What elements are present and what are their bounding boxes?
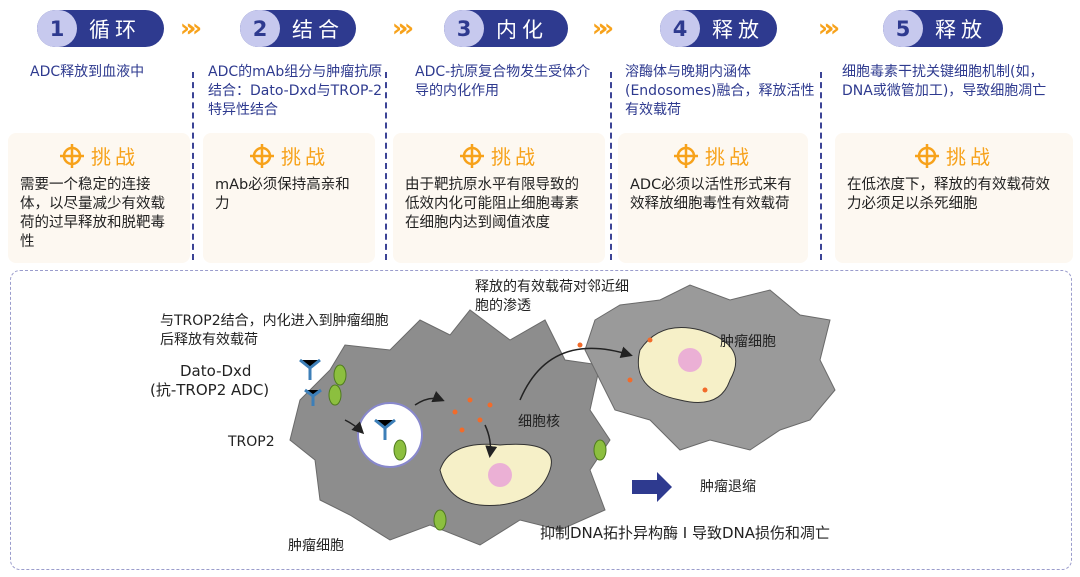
challenge-text: 在低浓度下，释放的有效载荷效力必须足以杀死细胞: [847, 177, 1050, 212]
challenge-text: 需要一个稳定的连接体，以尽量减少有效载荷的过早释放和脱靶毒性: [20, 177, 165, 250]
divider: [820, 72, 822, 260]
challenge-label: 挑战: [946, 145, 994, 169]
step-3-pill: 3 内化: [444, 10, 568, 47]
challenge-box-4: 挑战 ADC必须以活性形式来有效释放细胞毒性有效载荷: [618, 133, 808, 263]
divider: [192, 72, 194, 260]
step-title: 内化: [496, 17, 548, 42]
bystander-label: 释放的有效载荷对邻近细胞的渗透: [475, 279, 629, 314]
step-4-pill: 4 释放: [660, 10, 777, 47]
target-icon: [250, 143, 274, 168]
challenge-label: 挑战: [91, 145, 139, 169]
step-number: 2: [240, 10, 280, 47]
tumor-cell-left-label: 肿瘤细胞: [288, 538, 344, 554]
step-2-pill: 2 结合: [240, 10, 356, 47]
step-1-desc: ADC释放到血液中: [30, 64, 145, 80]
step-number: 5: [883, 10, 923, 47]
binding-note: 与TROP2结合，内化进入到肿瘤细胞后释放有效载荷: [160, 313, 389, 348]
dna-icon: [488, 463, 512, 487]
step-title: 结合: [292, 17, 344, 42]
target-icon: [60, 143, 84, 168]
step-title: 释放: [935, 17, 987, 42]
step-title: 循环: [89, 17, 141, 42]
endosome: [357, 402, 423, 468]
target-icon: [460, 143, 484, 168]
target-icon: [915, 143, 939, 168]
trop2-receptor-icon: [328, 364, 607, 531]
step-2-desc: ADC的mAb组分与肿瘤抗原结合：Dato-Dxd与TROP-2特异性结合: [208, 64, 383, 118]
step-5-pill: 5 释放: [883, 10, 1003, 47]
step-3-desc: ADC-抗原复合物发生受体介导的内化作用: [415, 64, 591, 99]
regression-arrow-icon: [632, 472, 672, 502]
step-number: 3: [444, 10, 484, 47]
challenge-box-5: 挑战 在低浓度下，释放的有效载荷效力必须足以杀死细胞: [835, 133, 1073, 263]
step-number: 1: [37, 10, 77, 47]
mechanism-label: 抑制DNA拓扑异构酶 I 导致DNA损伤和凋亡: [540, 524, 831, 542]
divider: [610, 72, 612, 260]
challenge-text: 由于靶抗原水平有限导致的低效内化可能阻止细胞毒素在细胞内达到阈值浓度: [405, 177, 579, 231]
step-4-desc: 溶酶体与晚期内涵体(Endosomes)融合，释放活性有效载荷: [625, 64, 815, 118]
tumor-cell-right-label: 肿瘤细胞: [720, 334, 776, 350]
adc-antibody-icon: [299, 358, 396, 440]
regression-label: 肿瘤退缩: [700, 479, 756, 495]
target-icon: [674, 143, 698, 168]
challenge-label: 挑战: [491, 145, 539, 169]
step-5-desc: 细胞毒素干扰关键细胞机制(如，DNA或微管加工)，导致细胞凋亡: [842, 64, 1047, 99]
challenge-label: 挑战: [705, 145, 753, 169]
challenge-box-3: 挑战 由于靶抗原水平有限导致的低效内化可能阻止细胞毒素在细胞内达到阈值浓度: [393, 133, 605, 263]
challenge-label: 挑战: [281, 145, 329, 169]
dna-icon: [678, 348, 702, 372]
nucleus-label: 细胞核: [518, 414, 560, 430]
drug-desc: (抗-TROP2 ADC): [150, 381, 270, 399]
challenge-text: mAb必须保持高亲和力: [215, 177, 350, 212]
step-1-pill: 1 循环: [37, 10, 164, 47]
step-title: 释放: [712, 17, 764, 42]
drug-name: Dato-Dxd: [180, 362, 252, 380]
challenge-text: ADC必须以活性形式来有效释放细胞毒性有效载荷: [630, 177, 792, 212]
challenge-box-2: 挑战 mAb必须保持高亲和力: [203, 133, 375, 263]
mechanism-diagram: [10, 270, 1072, 570]
step-number: 4: [660, 10, 700, 47]
challenge-box-1: 挑战 需要一个稳定的连接体，以尽量减少有效载荷的过早释放和脱靶毒性: [8, 133, 190, 263]
receptor-label: TROP2: [228, 434, 275, 450]
payload-dots: [452, 337, 708, 433]
divider: [385, 72, 387, 260]
